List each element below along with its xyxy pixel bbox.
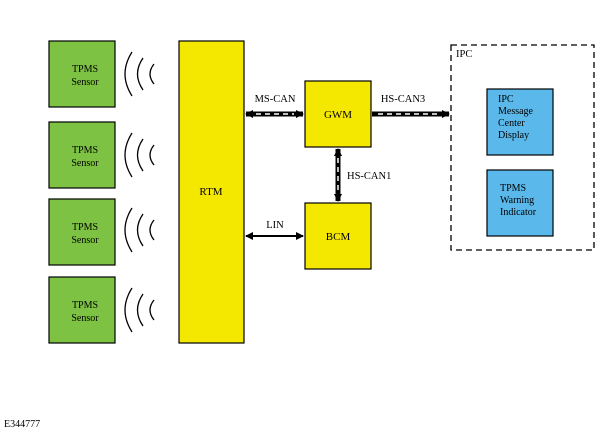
display-label-line4: Display [498,130,529,141]
warning-label-line1: TPMS [500,183,526,194]
ms-can-label: MS-CAN [255,94,296,105]
radio-wave-icon [124,207,155,253]
sensor-label-line1: TPMS [72,222,98,233]
warning-label-line3: Indicator [500,207,537,218]
radio-wave-icon [124,132,155,178]
ipc-label: IPC [456,49,472,60]
rtm-module: RTM [178,40,245,344]
bcm-label: BCM [326,231,351,243]
sensor-label-line2: Sensor [71,158,99,169]
bcm-module: BCM [304,202,372,270]
tpms-sensor-1: TPMS Sensor [48,40,116,108]
ipc-cluster: IPC IPC Message Center Display TPMS Warn… [450,44,595,251]
sensor-label-line1: TPMS [72,64,98,75]
warning-label-line2: Warning [500,195,534,206]
display-label-line2: Message [498,106,534,117]
tpms-sensor-4: TPMS Sensor [48,276,116,344]
figure-code: E344777 [4,419,41,430]
tpms-sensor-2: TPMS Sensor [48,121,116,189]
sensor-label-line2: Sensor [71,235,99,246]
display-label-line3: Center [498,118,525,129]
rtm-label: RTM [199,186,222,198]
tpms-warning-indicator: TPMS Warning Indicator [486,169,554,237]
gwm-module: GWM [304,80,372,148]
sensor-label-line1: TPMS [72,145,98,156]
lin-bus: LIN [245,220,304,240]
hs-can1-bus: HS-CAN1 [334,148,391,202]
hs-can3-bus: HS-CAN3 [372,94,450,118]
tpms-sensor-3: TPMS Sensor [48,198,116,266]
ipc-message-center-display: IPC Message Center Display [486,88,554,156]
gwm-label: GWM [324,109,352,121]
sensor-label-line1: TPMS [72,300,98,311]
hs-can3-label: HS-CAN3 [381,94,425,105]
display-label-line1: IPC [498,94,514,105]
radio-wave-icon [124,51,155,97]
radio-wave-icon [124,287,155,333]
hs-can1-label: HS-CAN1 [347,171,391,182]
ms-can-bus: MS-CAN [245,94,304,118]
sensor-label-line2: Sensor [71,77,99,88]
sensor-label-line2: Sensor [71,313,99,324]
lin-label: LIN [266,220,284,231]
